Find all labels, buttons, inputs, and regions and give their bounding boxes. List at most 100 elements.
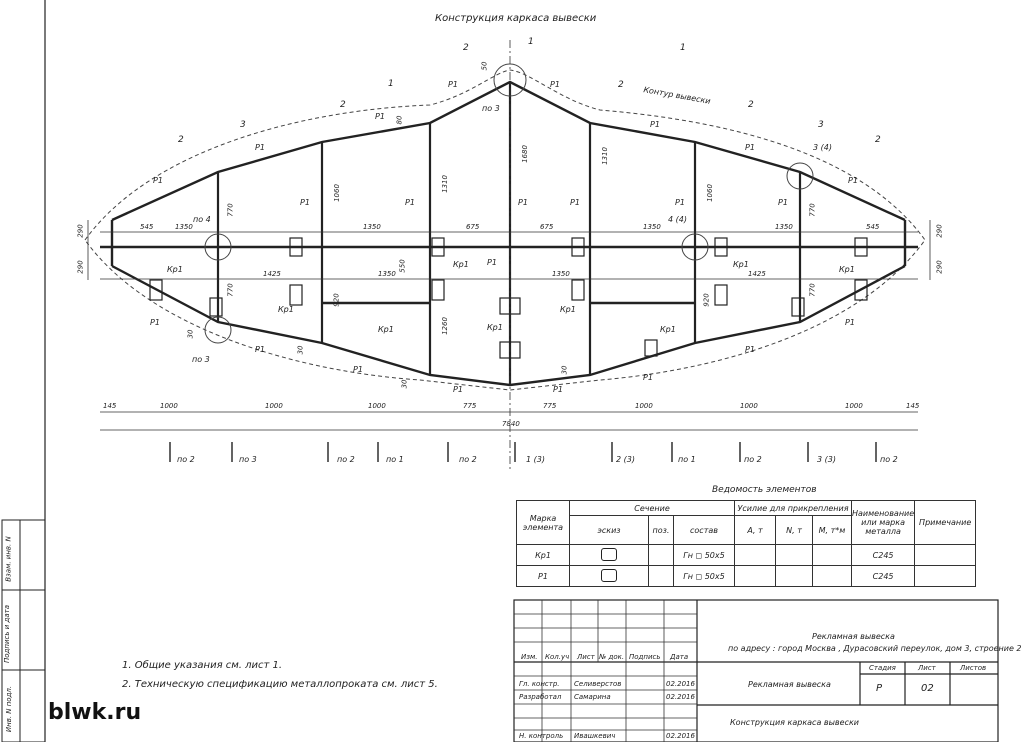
section-label: по 2 [744,455,762,464]
dim-bottom: 1000 [635,402,653,410]
stamp-role: Гл. констр. [519,680,560,688]
dim-angle: 30 [400,379,409,389]
cell-comp: Гн ◻ 50х5 [673,544,735,566]
bottom-section-arrows [169,442,877,462]
section-mark-2: 2 [178,135,184,145]
dim-post: 770 [808,283,817,297]
cell-sketch [569,544,649,566]
member-label-kr1: Кр1 [167,265,183,274]
tube-sketch-icon [601,568,617,582]
dim-vertical-right: 290 [935,260,944,274]
section-label: 3 (3) [817,455,836,464]
title-block-border [513,599,999,742]
stamp-object: Рекламная вывеска [748,680,831,689]
h-comp: состав [673,515,735,545]
member-label-p1: P1 [255,143,265,152]
section-label: по 2 [459,455,477,464]
sign-contour [84,69,926,391]
member-label-p1: P1 [650,120,660,129]
section-label: 2 (3) [616,455,635,464]
dim-post: 770 [226,203,235,217]
member-label-p1: P1 [300,198,310,207]
member-label-p1: P1 [487,258,497,267]
dim-post: 770 [808,203,817,217]
member-label-p1: P1 [570,198,580,207]
dim-angle: 30 [186,329,195,339]
cell-m [812,565,852,587]
section-mark-3: 3 [240,120,246,130]
member-label-kr1: Кр1 [660,325,676,334]
member-label-p1: P1 [353,365,363,374]
member-label-p1: P1 [848,176,858,185]
dim-bottom: 1000 [265,402,283,410]
stamp-date: 02.2016 [666,693,695,701]
dim-bottom: 1000 [740,402,758,410]
h-m: М, т*м [812,515,852,545]
tube-sketch-icon [601,547,617,561]
section-mark-2: 2 [875,135,881,145]
stamp-role: Н. контроль [519,732,564,740]
section-label: по 1 [386,455,404,464]
dim-top: 675 [466,223,480,231]
side-stamp-frame-2 [19,519,46,742]
stamp-date: 02.2016 [666,732,695,740]
bracket [431,237,445,257]
bracket [289,284,303,306]
dim-bottom: 1000 [845,402,863,410]
cell-n [775,565,813,587]
bracket [644,339,658,357]
member-label-p1: P1 [550,80,560,89]
frame-drawing [1,0,999,742]
cell-a [734,544,776,566]
detail-label: 4 (4) [668,215,687,224]
bracket [714,237,728,257]
bracket [791,297,805,317]
section-label: 1 (3) [526,455,545,464]
drawing-title: Конструкция каркаса вывески [435,13,597,24]
stamp-date: 02.2016 [666,680,695,688]
cell-pos [648,565,674,587]
section-mark-2: 2 [340,100,346,110]
stamp-name: Ивашкевич [574,732,616,740]
h-n: N, т [775,515,813,545]
detail-circle [204,316,232,344]
stamp-col: Кол.уч [545,653,570,661]
dim-mid: 1350 [378,270,396,278]
dim-angle: 30 [560,365,569,375]
stamp-h-stage: Стадия [869,664,896,672]
bracket [571,237,585,257]
stamp-col: Изм. [521,653,538,661]
dim-bottom: 145 [906,402,920,410]
stamp-h-sheet: Лист [918,664,936,672]
dim-top: 545 [140,223,154,231]
section-mark-2: 2 [618,80,624,90]
table-row: Р1 Гн ◻ 50х5 С245 [516,565,977,587]
member-label-p1: P1 [553,385,563,394]
detail-label: по 4 [193,215,211,224]
bracket [431,279,445,301]
stamp-stage: Р [876,683,883,694]
section-mark-2: 2 [463,43,469,53]
bracket [149,279,163,301]
bracket [289,237,303,257]
section-label: по 3 [239,455,257,464]
dim-top: 545 [866,223,880,231]
member-label-p1: P1 [643,373,653,382]
dim-bottom: 1000 [160,402,178,410]
frame-posts [216,82,802,385]
stamp-sheet: 02 [921,683,934,694]
stamp-sheet-title: Конструкция каркаса вывески [730,718,859,727]
member-label-kr1: Кр1 [378,325,394,334]
stamp-col: Подпись [629,653,661,661]
member-label-kr1: Кр1 [733,260,749,269]
h-name: Наименование или марка металла [850,500,916,545]
dim-post: 1060 [332,184,341,202]
h-note: Примечание [914,500,977,545]
member-label-kr1: Кр1 [487,323,503,332]
dim-top: 1350 [643,223,661,231]
member-label-p1: P1 [778,198,788,207]
dim-post: 1060 [705,184,714,202]
stamp-role: Разработал [519,693,562,701]
dim-post: 1680 [520,145,529,163]
detail-circle [681,233,709,261]
